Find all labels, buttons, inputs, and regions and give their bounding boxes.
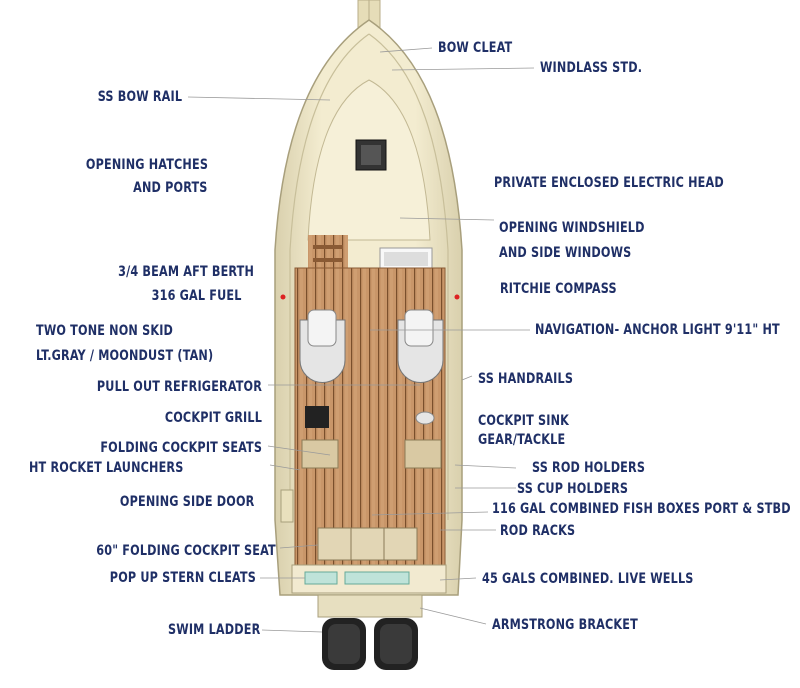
label-fish-boxes: 116 GAL COMBINED FISH BOXES PORT & STBD [492, 501, 791, 517]
label-hatches-2: AND PORTS [133, 180, 208, 196]
label-refrigerator: PULL OUT REFRIGERATOR [96, 379, 262, 395]
label-stern-cleats: POP UP STERN CLEATS [109, 570, 256, 586]
label-rod-racks: ROD RACKS [500, 523, 576, 539]
label-side-door: OPENING SIDE DOOR [119, 494, 254, 510]
label-compass: RITCHIE COMPASS [500, 281, 617, 297]
label-nonskid-2: LT.GRAY / MOONDUST (TAN) [36, 348, 214, 364]
label-stern-seat: 60" FOLDING COCKPIT SEAT [96, 543, 276, 559]
label-navigation: NAVIGATION- ANCHOR LIGHT 9'11" HT [535, 322, 780, 338]
label-berth-2: 316 GAL FUEL [152, 288, 242, 304]
nav-light-port [280, 294, 286, 300]
stern-seat [317, 527, 418, 561]
label-rocket: HT ROCKET LAUNCHERS [29, 460, 184, 476]
label-swim-ladder: SWIM LADDER [167, 622, 260, 638]
label-gear: GEAR/TACKLE [478, 432, 566, 448]
live-well-port [304, 571, 338, 585]
label-windshield-1: OPENING WINDSHIELD [499, 220, 645, 236]
folding-seat-port [301, 439, 339, 469]
cockpit-grill [305, 406, 329, 428]
side-door [280, 489, 294, 523]
label-folding-seats: FOLDING COCKPIT SEATS [100, 440, 262, 456]
armstrong-bracket [317, 594, 423, 618]
label-armstrong: ARMSTRONG BRACKET [492, 617, 638, 633]
label-berth-1: 3/4 BEAM AFT BERTH [118, 264, 254, 280]
leader-lines [187, 47, 535, 633]
label-handrails: SS HANDRAILS [478, 371, 574, 387]
label-hatches-1: OPENING HATCHES [85, 157, 208, 173]
label-windlass: WINDLASS STD. [540, 60, 643, 76]
live-well-stbd [344, 571, 410, 585]
label-rod-holders: SS ROD HOLDERS [532, 460, 646, 476]
cockpit-sink [415, 411, 435, 425]
label-head: PRIVATE ENCLOSED ELECTRIC HEAD [494, 175, 724, 191]
helm-seats [299, 309, 444, 383]
outboard-engines [322, 618, 418, 670]
label-grill: COCKPIT GRILL [164, 410, 262, 426]
label-nonskid-1: TWO TONE NON SKID [36, 323, 174, 339]
folding-seat-stbd [404, 439, 442, 469]
label-sink: COCKPIT SINK [478, 413, 570, 429]
label-live-wells: 45 GALS COMBINED. LIVE WELLS [482, 571, 694, 587]
label-bow-rail: SS BOW RAIL [97, 89, 182, 105]
nav-light-stbd [454, 294, 460, 300]
label-bow-cleat: BOW CLEAT [438, 40, 513, 56]
companionway [308, 235, 348, 273]
label-cup-holders: SS CUP HOLDERS [517, 481, 629, 497]
label-windshield-2: AND SIDE WINDOWS [499, 245, 632, 261]
